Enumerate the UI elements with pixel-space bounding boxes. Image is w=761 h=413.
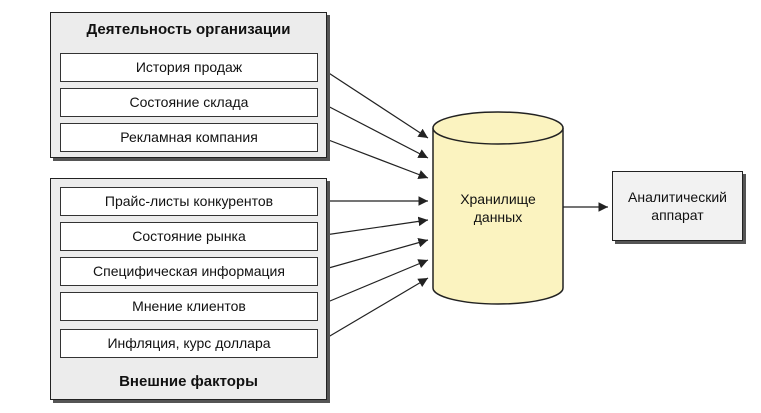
item-customer-opinion: Мнение клиентов (60, 292, 318, 321)
item-inflation: Инфляция, курс доллара (60, 329, 318, 358)
arrow-sales-history (317, 65, 429, 139)
arrow-customer-opinion (317, 259, 429, 307)
arrow-market-state (317, 216, 429, 237)
analytics-label-line1: Аналитический (628, 189, 727, 205)
item-specific-info: Специфическая информация (60, 257, 318, 286)
internal-group-title: Деятельность организации (86, 21, 291, 38)
external-factors-group: Прайс-листы конкурентов Состояние рынка … (50, 178, 327, 400)
arrow-inflation (317, 277, 429, 344)
internal-activity-group: Деятельность организации История продаж … (50, 12, 327, 158)
external-group-title: Внешние факторы (119, 373, 258, 390)
item-competitor-prices: Прайс-листы конкурентов (60, 187, 318, 216)
item-ad-campaign: Рекламная компания (60, 123, 318, 152)
storage-label: Хранилище данных (433, 190, 563, 226)
storage-label-line1: Хранилище (460, 191, 536, 207)
storage-label-line2: данных (473, 209, 523, 225)
item-warehouse-state: Состояние склада (60, 88, 318, 117)
item-sales-history: История продаж (60, 53, 318, 82)
arrow-specific-info (317, 237, 429, 272)
data-storage-cylinder (432, 111, 564, 305)
analytics-label-line2: аппарат (651, 207, 704, 223)
arrow-warehouse-state (317, 100, 429, 159)
arrow-ad-campaign (317, 135, 429, 180)
analytics-box: Аналитический аппарат (612, 171, 743, 241)
item-market-state: Состояние рынка (60, 222, 318, 251)
